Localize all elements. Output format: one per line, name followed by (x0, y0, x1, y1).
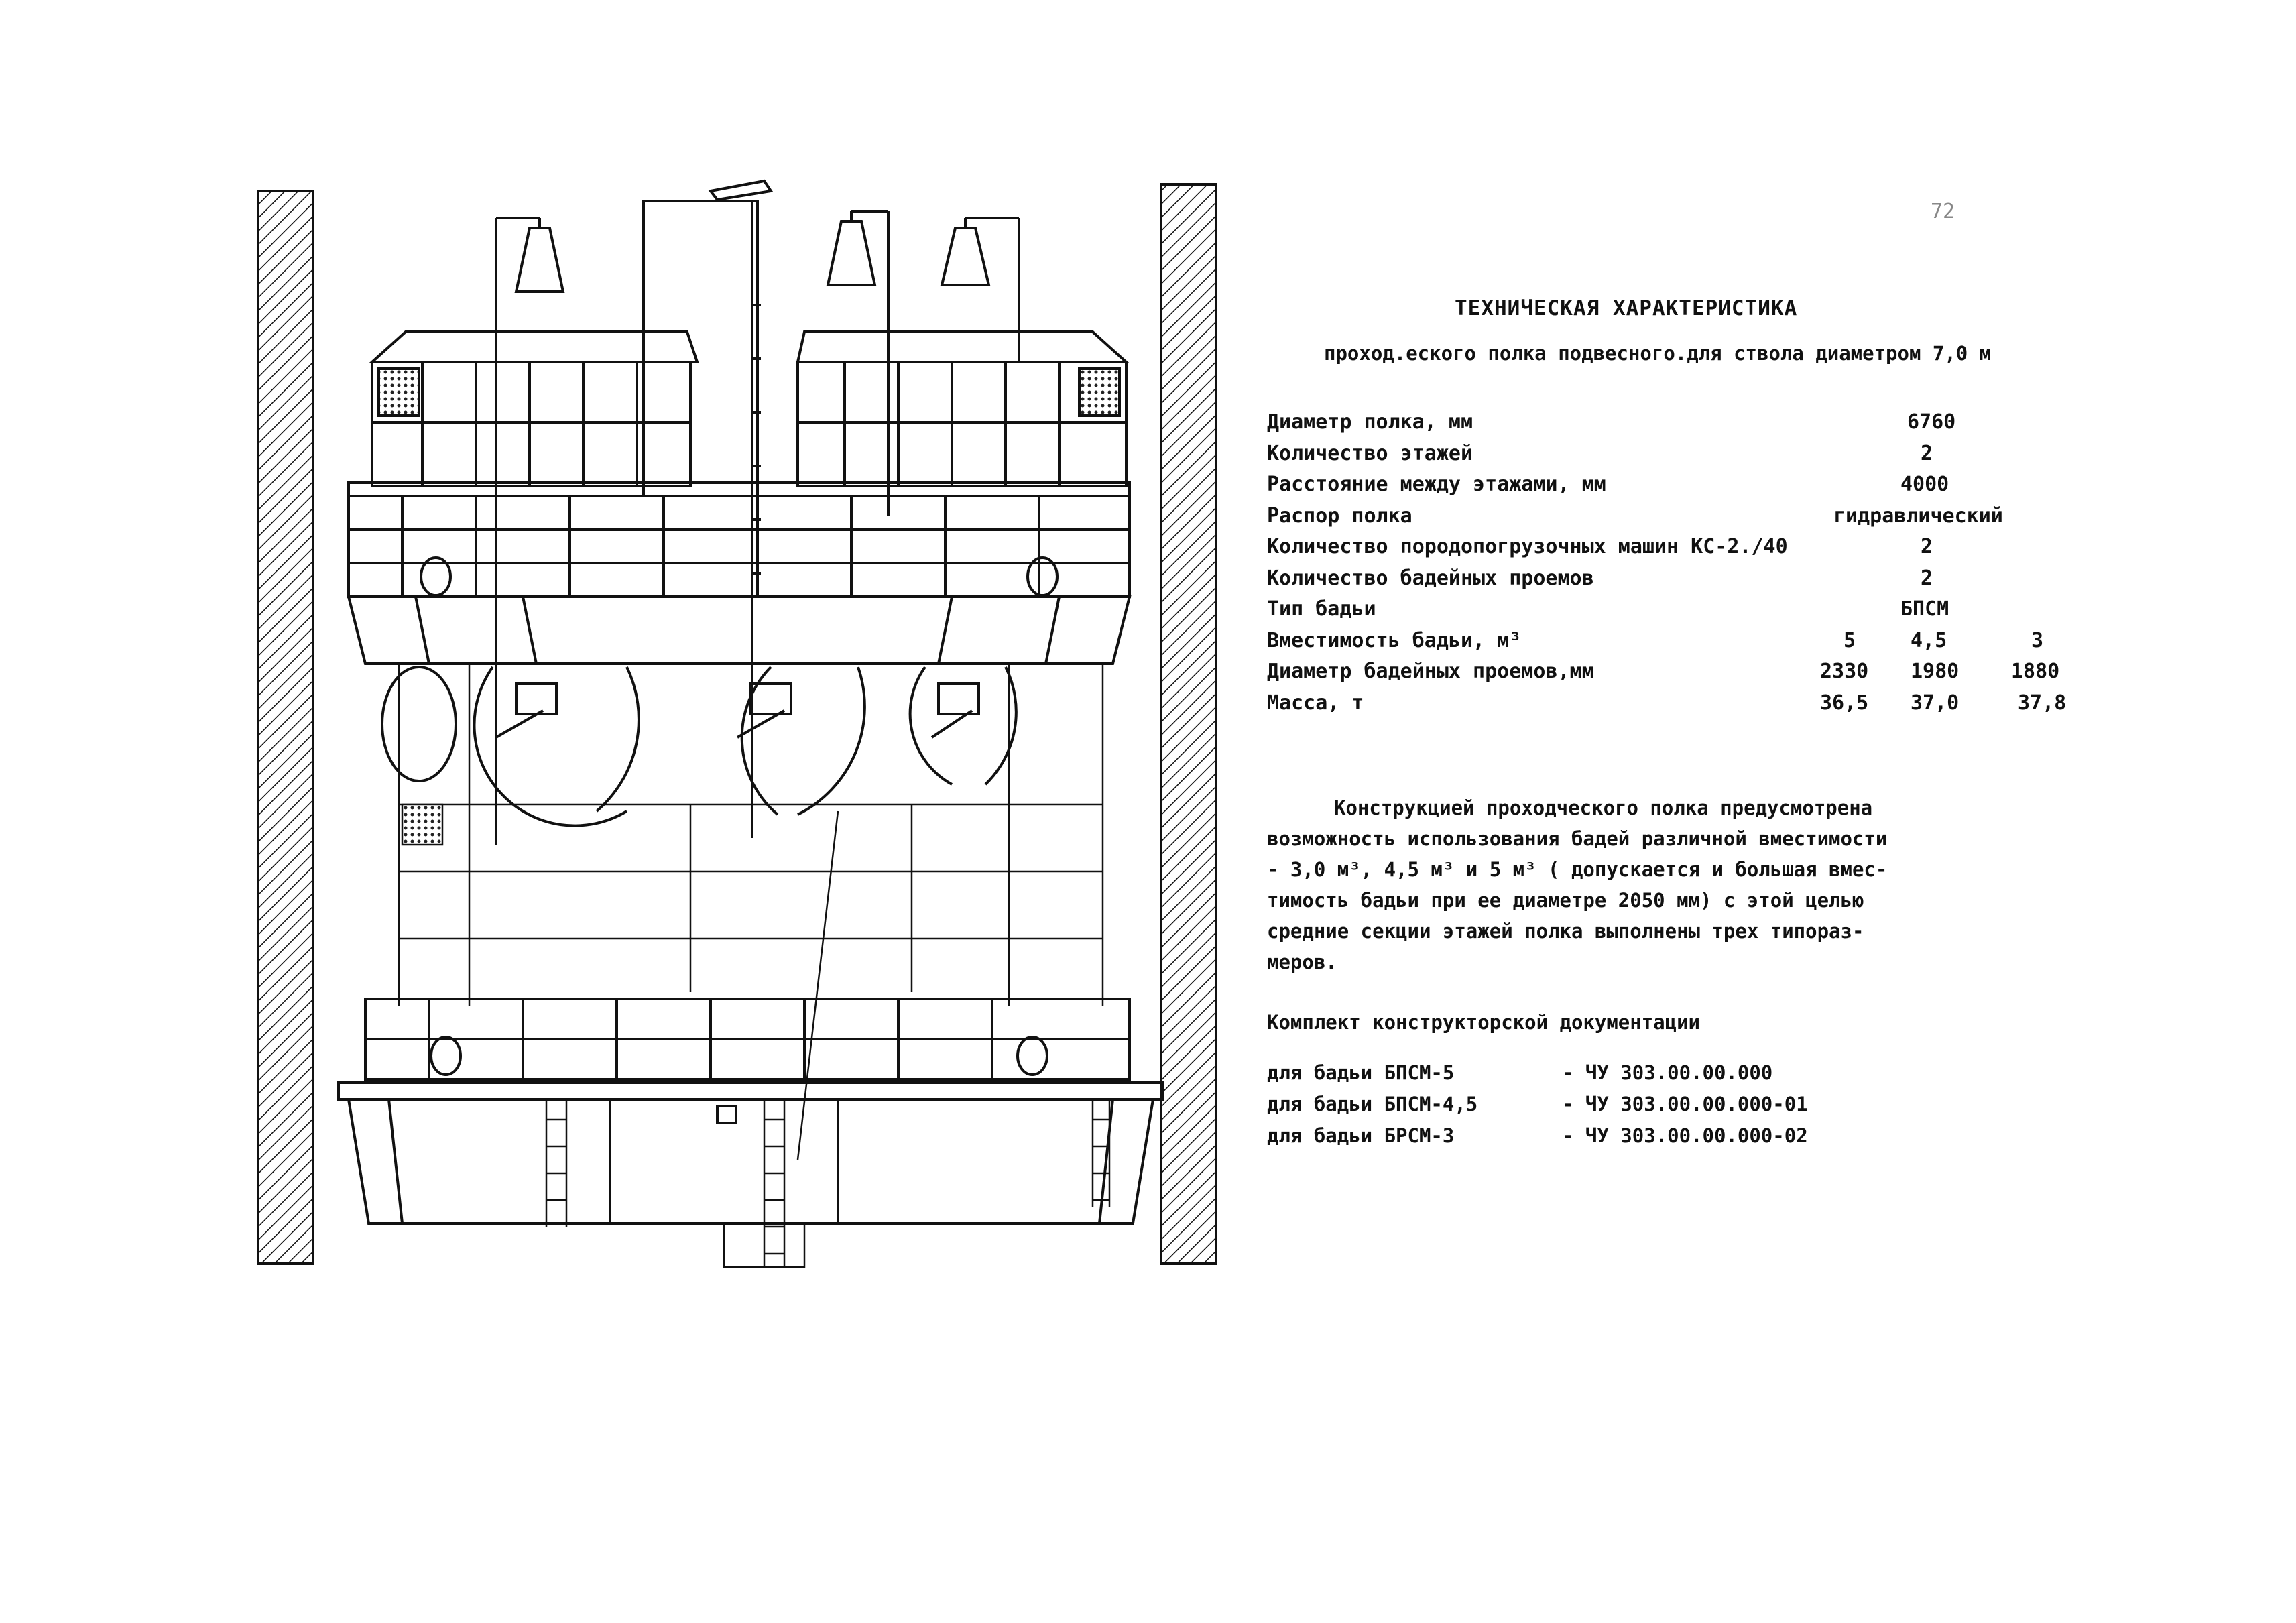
documentation-code: - ЧУ 303.00.00.000 (1562, 1061, 1773, 1084)
spec-value: БПСМ (1900, 597, 1949, 621)
lamp-center (826, 210, 890, 516)
mid-frame (398, 664, 1104, 1160)
spec-value: 2 (1921, 441, 1933, 465)
page-number: 72 (1931, 200, 1955, 223)
spec-label: Количество бадейных проемов (1267, 566, 1594, 590)
shaft-wall-left (257, 190, 314, 1265)
spec-row: Тип бадьи БПСМ (1267, 597, 2159, 629)
spec-title: ТЕХНИЧЕСКАЯ ХАРАКТЕРИСТИКА (1455, 296, 1798, 320)
documentation-list: для бадьи БПСМ-5 - ЧУ 303.00.00.000 для … (1267, 1061, 1937, 1156)
bucket-opening-right (908, 666, 1018, 786)
bucket-opening-center (737, 666, 866, 816)
ladder-right (1091, 1099, 1111, 1207)
spec-row: Вместимость бадьи, м³ 5 4,5 3 (1267, 629, 2159, 660)
spec-subtitle: проход.еского полка подвесного.для ствол… (1324, 342, 1992, 365)
spec-label: Количество этажей (1267, 441, 1473, 465)
documentation-bucket: для бадьи БПСМ-4,5 (1267, 1093, 1478, 1116)
spec-row: Диаметр полка, мм 6760 (1267, 410, 2159, 442)
documentation-row: для бадьи БПСМ-5 - ЧУ 303.00.00.000 (1267, 1061, 1937, 1093)
spec-value: 1880 (2011, 660, 2060, 683)
documentation-row: для бадьи БРСМ-3 - ЧУ 303.00.00.000-02 (1267, 1124, 1937, 1156)
documentation-bucket: для бадьи БПСМ-5 (1267, 1061, 1455, 1084)
spec-value: 2 (1921, 535, 1933, 558)
documentation-row: для бадьи БПСМ-4,5 - ЧУ 303.00.00.000-01 (1267, 1093, 1937, 1124)
spec-table: Диаметр полка, мм 6760 Количество этажей… (1267, 410, 2159, 722)
paragraph-line: меров. (1267, 951, 1337, 973)
spec-value: 37,8 (2018, 690, 2067, 715)
spec-label: Расстояние между этажами, мм (1267, 473, 1606, 496)
shaft-wall-right (1160, 183, 1217, 1265)
documentation-code: - ЧУ 303.00.00.000-02 (1562, 1124, 1808, 1147)
paragraph-line: тимость бадьи при ее диаметре 2050 мм) с… (1267, 889, 1864, 912)
spec-row: Количество этажей 2 (1267, 442, 2159, 473)
paragraph-line: возможность использования бадей различно… (1267, 827, 1888, 850)
description-paragraph: Конструкцией проходческого полка предусм… (1267, 792, 1951, 977)
spec-row: Количество породопогрузочных машин КС-2.… (1267, 535, 2159, 566)
paragraph-line: - 3,0 м³, 4,5 м³ и 5 м³ ( допускается и … (1267, 858, 1888, 881)
ladder-center (723, 1099, 806, 1268)
platform-drawing (257, 179, 1217, 1268)
lamp-right (940, 217, 1020, 362)
spec-row: Расстояние между этажами, мм 4000 (1267, 473, 2159, 504)
spec-label: Тип бадьи (1267, 597, 1376, 621)
spec-row: Масса, т 36,5 37,0 37,8 (1267, 691, 2159, 723)
spec-value: 2 (1921, 566, 1933, 590)
upper-cage-right (796, 330, 1130, 487)
spec-row: Диаметр бадейных проемов,мм 2330 1980 18… (1267, 660, 2159, 691)
spec-value: 2330 (1820, 660, 1869, 683)
upper-cage-left (368, 330, 699, 487)
spec-value: 4,5 (1911, 628, 1947, 652)
paragraph-line: Конструкцией проходческого полка предусм… (1334, 796, 1873, 819)
spec-label: Диаметр полка, мм (1267, 410, 1473, 434)
spec-value: 3 (2031, 628, 2044, 652)
documentation-heading: Комплект конструкторской документации (1267, 1011, 1701, 1034)
spec-value: 1980 (1911, 660, 1959, 683)
spec-value: 37,0 (1911, 690, 1959, 715)
spec-value: 6760 (1907, 410, 1956, 434)
spec-label: Вместимость бадьи, м³ (1267, 628, 1522, 652)
documentation-code: - ЧУ 303.00.00.000-01 (1562, 1093, 1808, 1116)
spec-value: 5 (1844, 628, 1856, 652)
spec-value: 4000 (1900, 473, 1949, 496)
paragraph-line: средние секции этажей полка выполнены тр… (1267, 920, 1864, 943)
spec-value: 36,5 (1820, 690, 1869, 715)
spec-value: гидравлический (1833, 503, 2003, 528)
spec-row: Количество бадейных проемов 2 (1267, 566, 2159, 598)
spec-label: Диаметр бадейных проемов,мм (1267, 660, 1594, 683)
bucket-opening-left (381, 666, 640, 827)
documentation-bucket: для бадьи БРСМ-3 (1267, 1124, 1455, 1147)
spec-row: Распор полка гидравлический (1267, 504, 2159, 536)
spec-label: Распор полка (1267, 503, 1412, 528)
lower-deck (337, 998, 1164, 1225)
spec-label: Масса, т (1267, 690, 1364, 715)
spec-label: Количество породопогрузочных машин КС-2.… (1267, 535, 1788, 558)
ladder-left (545, 1099, 568, 1227)
upper-deck (347, 481, 1132, 665)
lamp-left (495, 217, 565, 845)
